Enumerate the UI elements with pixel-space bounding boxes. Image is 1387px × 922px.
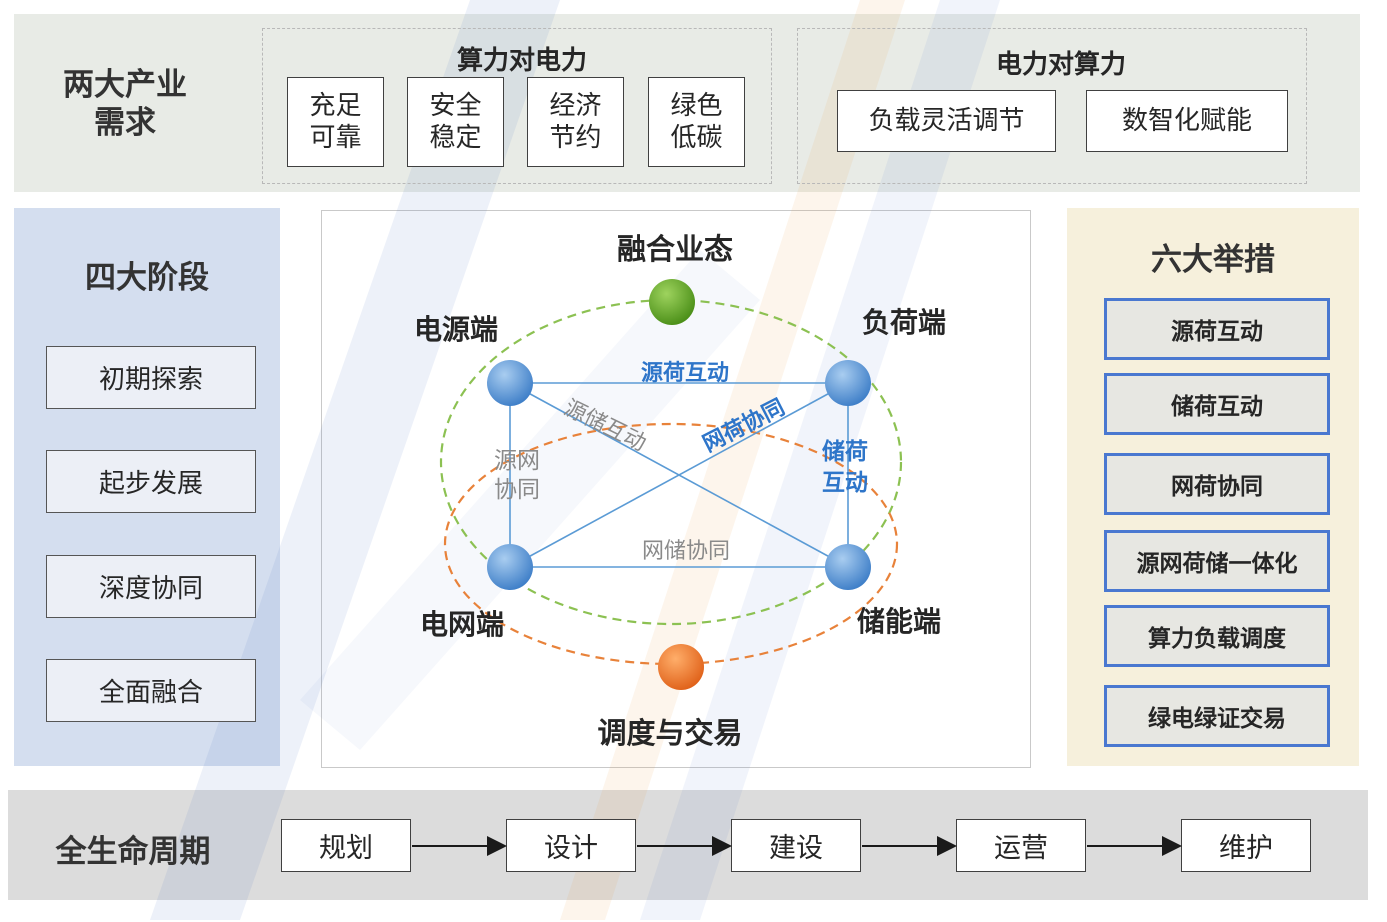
measure-storage-load: 储荷互动 [1104, 373, 1330, 435]
measure-green-certificate: 绿电绿证交易 [1104, 685, 1330, 747]
power-to-compute-group [797, 28, 1307, 184]
measure-grid-load: 网荷协同 [1104, 453, 1330, 515]
source-label: 电源端 [414, 313, 498, 346]
dispatch-label: 调度与交易 [597, 716, 742, 750]
demand-box-digital-empower: 数智化赋能 [1086, 90, 1288, 152]
lifecycle-step-design: 设计 [506, 819, 636, 872]
lifecycle-step-operate: 运营 [956, 819, 1086, 872]
grid-storage-link-label: 网储协同 [642, 539, 730, 564]
load-label: 负荷端 [862, 306, 946, 339]
lifecycle-step-plan: 规划 [281, 819, 411, 872]
source-grid-load-storage-diagram: 融合业态 调度与交易 电源端 负荷端 电网端 储能端 源荷互动 源储互动 网荷协… [414, 232, 946, 750]
load-node [825, 360, 871, 406]
load-storage-link-label-1: 储荷 [822, 438, 868, 465]
stage-full-integration: 全面融合 [46, 659, 256, 722]
lifecycle-step-build: 建设 [731, 819, 861, 872]
stage-starting-development: 起步发展 [46, 450, 256, 513]
demand-box-stable: 安全稳定 [407, 77, 504, 167]
link-grid-load [509, 382, 849, 568]
compute-to-power-heading: 算力对电力 [456, 46, 587, 76]
lifecycle-step-maintain: 维护 [1181, 819, 1311, 872]
demand-box-line: 稳定 [429, 123, 482, 153]
source-grid-link-label-1: 源网 [494, 448, 540, 474]
demand-title-line2: 需求 [94, 105, 156, 141]
measure-source-load: 源荷互动 [1104, 298, 1330, 360]
source-node [487, 360, 533, 406]
load-storage-link-label-2: 互动 [822, 470, 868, 496]
demand-box-line: 低碳 [670, 123, 723, 153]
source-load-link-label: 源荷互动 [641, 361, 729, 386]
demand-box-line: 绿色 [670, 91, 723, 121]
lifecycle-title: 全生命周期 [55, 834, 211, 870]
demand-box-green: 绿色低碳 [648, 77, 745, 167]
demand-box-line: 节约 [549, 123, 602, 153]
stage-deep-collaboration: 深度协同 [46, 555, 256, 618]
demand-box-line: 充足 [309, 91, 362, 121]
demand-box-flexible-load: 负载灵活调节 [837, 90, 1056, 152]
grid-label: 电网端 [420, 608, 504, 641]
measures-title: 六大举措 [1151, 242, 1275, 278]
measure-integration: 源网荷储一体化 [1104, 530, 1330, 592]
demand-box-line: 可靠 [309, 123, 362, 153]
storage-node [825, 544, 871, 590]
demand-box-reliable: 充足可靠 [287, 77, 384, 167]
compute-to-power-group [262, 28, 772, 184]
demand-box-line: 安全 [429, 91, 482, 121]
demand-box-line: 经济 [549, 91, 602, 121]
demand-title-line1: 两大产业 [63, 67, 187, 103]
lifecycle-arrows [412, 836, 1182, 856]
power-to-compute-heading: 电力对算力 [995, 50, 1126, 80]
source-grid-link-label-2: 协同 [494, 477, 540, 503]
stages-title: 四大阶段 [85, 260, 209, 296]
measure-compute-scheduling: 算力负载调度 [1104, 605, 1330, 667]
fusion-node [649, 279, 695, 325]
grid-node [487, 544, 533, 590]
storage-label: 储能端 [857, 605, 941, 638]
stage-initial-exploration: 初期探索 [46, 346, 256, 409]
dispatch-node [658, 644, 704, 690]
demand-box-economic: 经济节约 [527, 77, 624, 167]
fusion-label: 融合业态 [617, 232, 733, 266]
demand-title: 两大产业 需求 [40, 66, 210, 142]
